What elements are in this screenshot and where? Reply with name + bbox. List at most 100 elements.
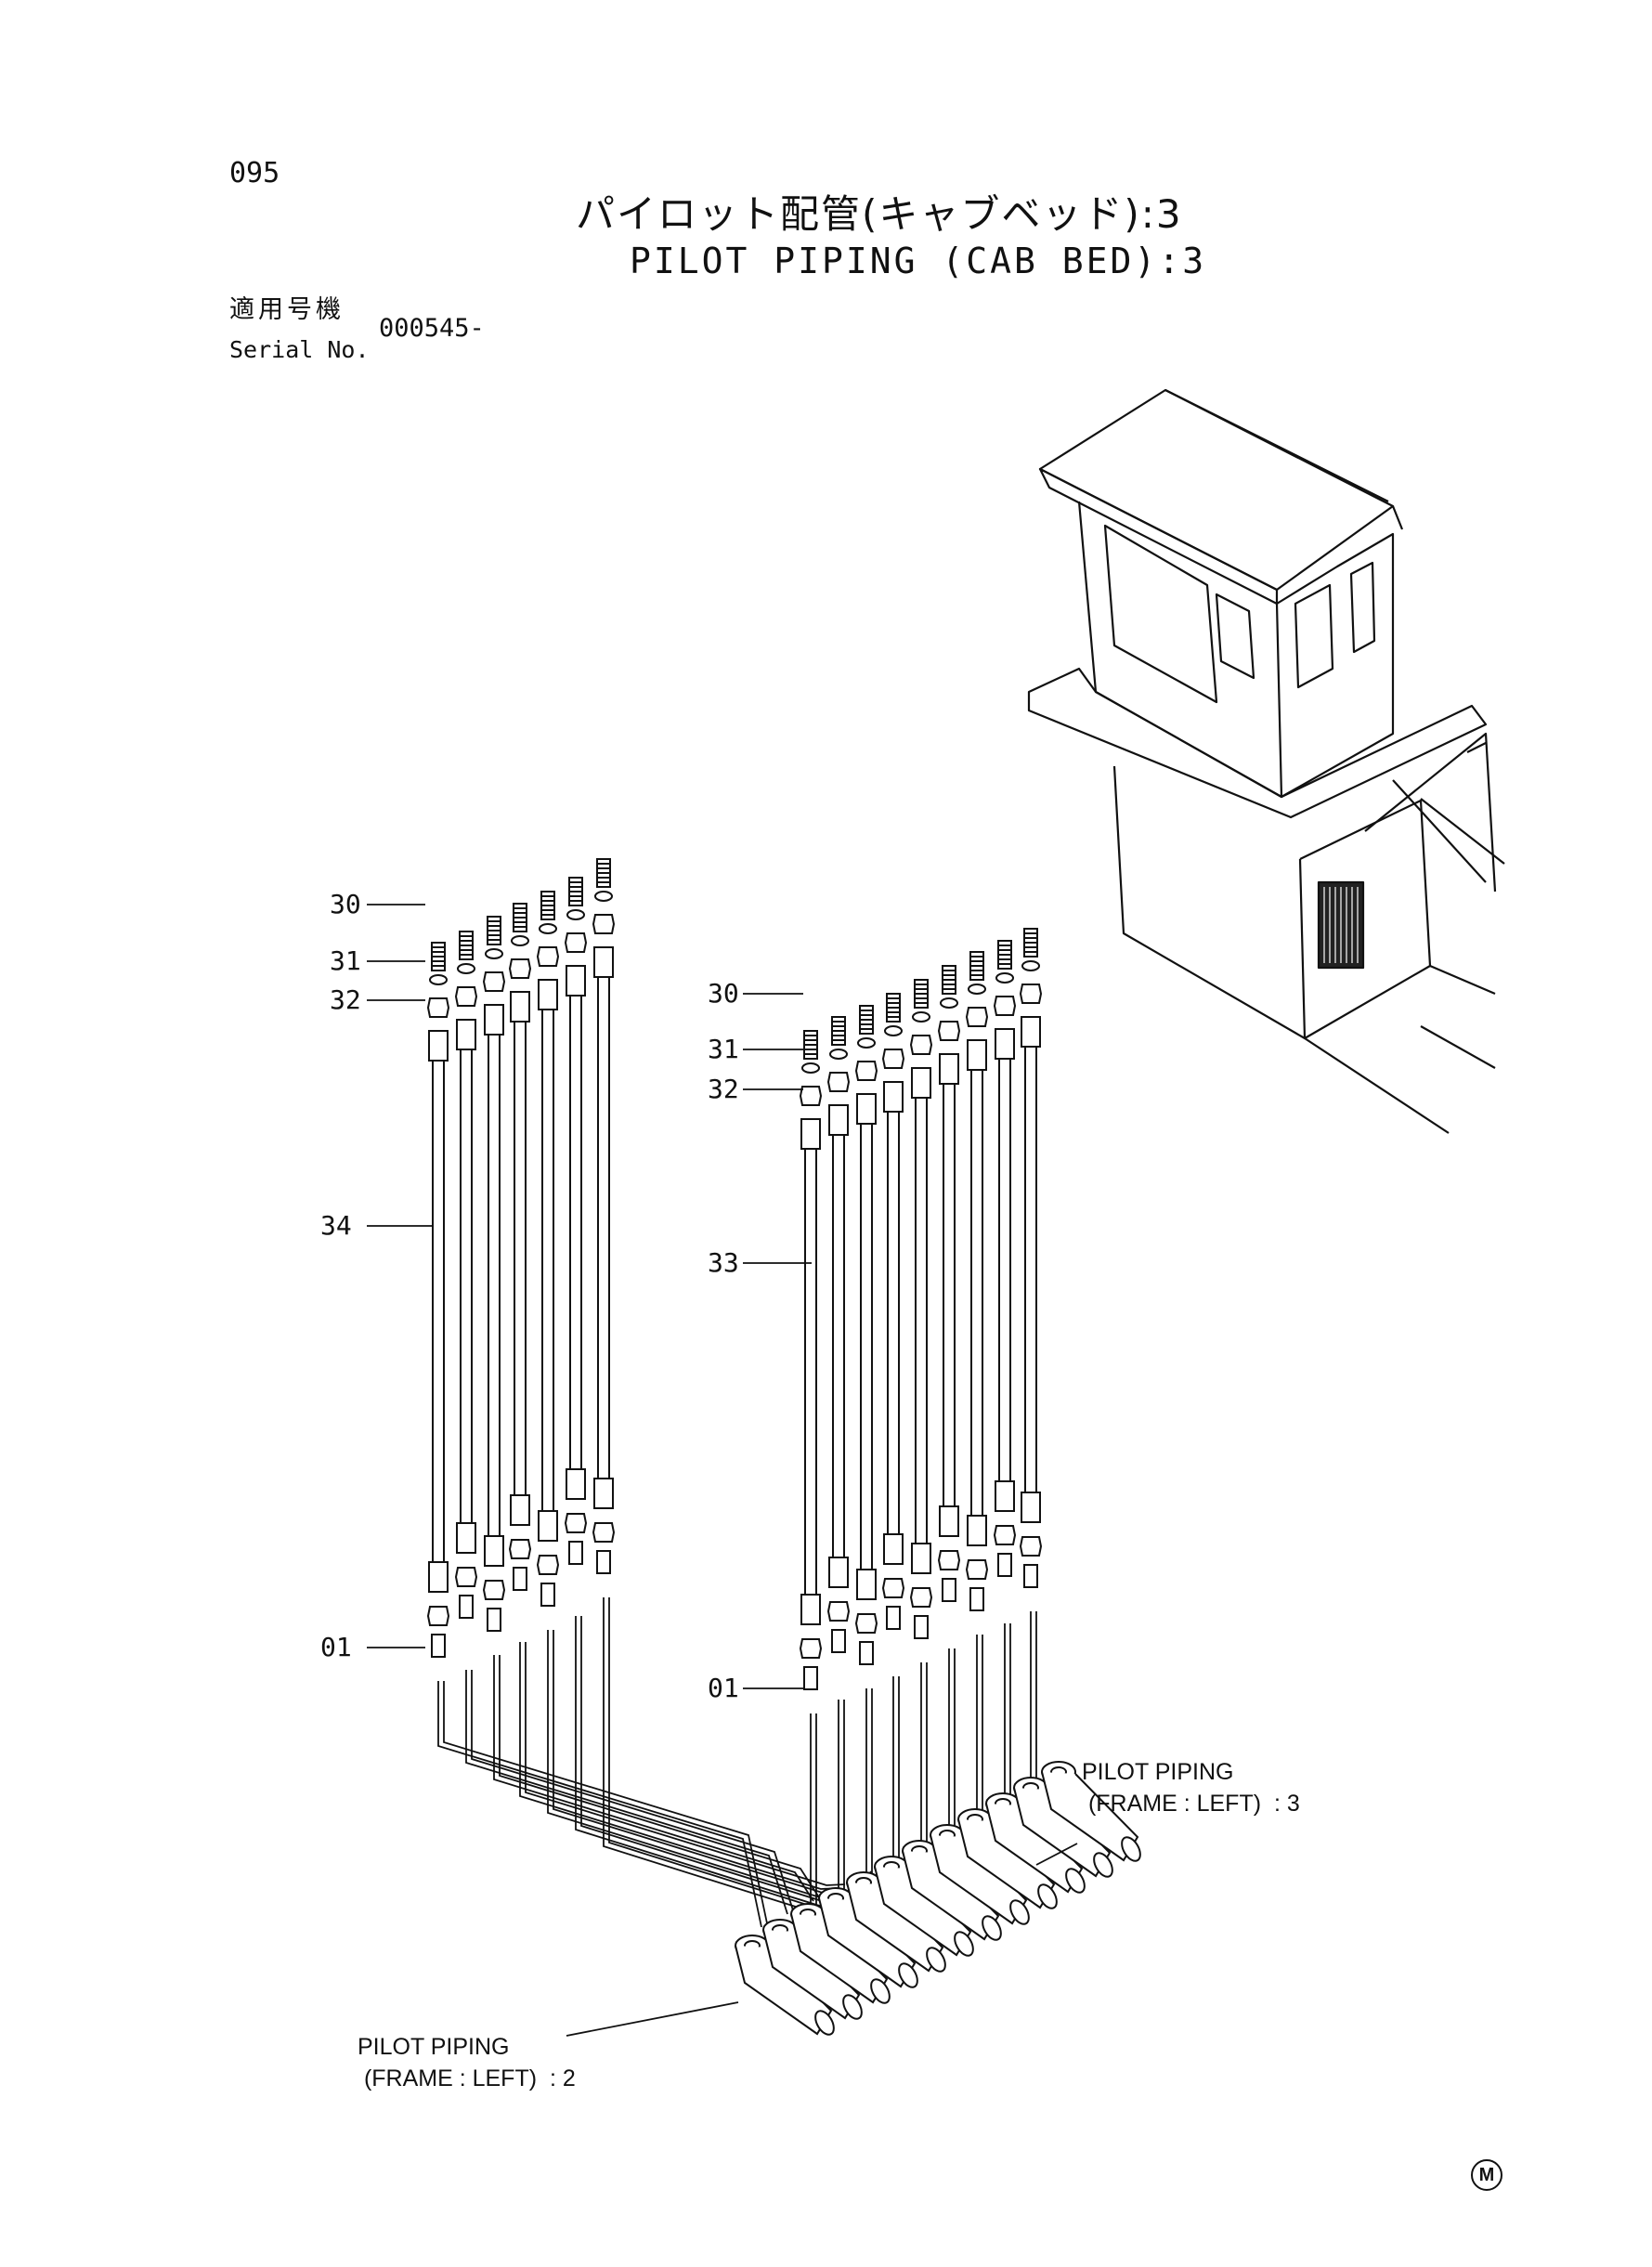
nut — [536, 946, 560, 967]
o-ring — [511, 935, 529, 946]
pipe-end — [1065, 1868, 1086, 1894]
left-hose-2 — [482, 916, 506, 1632]
page-title-english: PILOT PIPING (CAB BED):3 — [630, 241, 1207, 281]
left-hose-4 — [536, 891, 560, 1607]
hose-end-fitting — [967, 1515, 987, 1546]
o-ring — [912, 1011, 930, 1023]
adapter-fitting — [831, 1629, 846, 1653]
nut — [482, 1580, 506, 1600]
nut — [854, 1613, 878, 1634]
route-line — [553, 1630, 872, 1904]
adapter-fitting — [487, 1608, 501, 1632]
nut — [909, 1587, 933, 1608]
nut — [826, 1072, 851, 1092]
route-line — [580, 1616, 898, 1921]
hose-end-fitting — [566, 1468, 586, 1500]
adapter-fitting — [1023, 1564, 1038, 1588]
hose-body — [915, 1097, 928, 1544]
adapter-fitting — [859, 1641, 874, 1665]
o-ring — [485, 948, 503, 959]
note-pilot-piping-frame-left-3: PILOT PIPING (FRAME : LEFT) : 3 — [1082, 1759, 1300, 1817]
o-ring — [1021, 960, 1040, 971]
hose-body — [998, 1058, 1011, 1482]
o-ring — [539, 923, 557, 934]
nut — [508, 1539, 532, 1559]
hose-end-fitting — [593, 946, 614, 978]
hose-end-fitting — [800, 1118, 821, 1150]
right-hose-8 — [1019, 928, 1043, 1588]
callout-right-33: 33 — [708, 1247, 739, 1278]
hose-body — [488, 1034, 501, 1537]
callout-left-30: 30 — [330, 889, 361, 919]
adapter-fitting — [568, 1541, 583, 1565]
pipe-end — [1121, 1836, 1141, 1862]
adapter-fitting — [969, 1587, 984, 1611]
serial-label-english: Serial No. — [229, 336, 370, 363]
nut — [993, 996, 1017, 1016]
page-title-japanese: パイロット配管(キャブベッド):3 — [576, 191, 1183, 237]
left-hose-0 — [426, 942, 450, 1658]
left-hose-1 — [454, 931, 478, 1619]
nut — [881, 1578, 905, 1598]
pipe-end — [1009, 1899, 1030, 1925]
frame-pipe-ends — [735, 1761, 1141, 2036]
callout-right-30: 30 — [708, 978, 739, 1009]
hose-end-fitting — [856, 1569, 877, 1600]
nut — [454, 1567, 478, 1587]
o-ring — [594, 891, 613, 902]
hose-end-fitting — [484, 1535, 504, 1567]
hose-end-fitting — [828, 1557, 849, 1588]
adapter-fitting — [886, 1606, 901, 1630]
callout-left-34: 34 — [320, 1210, 352, 1241]
nut — [1019, 1536, 1043, 1557]
hose-body — [804, 1148, 817, 1596]
right-hose-0 — [799, 1030, 823, 1690]
route-line — [465, 1670, 788, 1915]
manufacturer-mark-icon: M — [1471, 2159, 1502, 2191]
left-hose-5 — [564, 877, 588, 1565]
hose-end-fitting — [428, 1030, 449, 1062]
adapter-fitting — [596, 1550, 611, 1574]
route-line — [525, 1642, 846, 1886]
o-ring — [857, 1037, 876, 1049]
o-ring — [829, 1049, 848, 1060]
callout-right-32: 32 — [708, 1074, 739, 1104]
hose-body — [569, 995, 582, 1470]
callout-right-31: 31 — [708, 1034, 739, 1064]
hose-body — [970, 1069, 983, 1517]
nut — [881, 1049, 905, 1069]
pipe-end — [926, 1947, 946, 1973]
callout-right-01: 01 — [708, 1673, 739, 1703]
route-line — [437, 1681, 762, 1928]
serial-label-japanese: 適用号機 — [229, 295, 345, 324]
hose-end-fitting — [1021, 1016, 1041, 1048]
hose-body — [887, 1111, 900, 1535]
pipe-end — [982, 1915, 1002, 1941]
right-hose-3 — [881, 993, 905, 1630]
right-hose-7 — [993, 940, 1017, 1577]
nut — [482, 971, 506, 992]
route-line — [519, 1642, 840, 1890]
left-hose-3 — [508, 903, 532, 1591]
nut — [592, 914, 616, 934]
hose-end-fitting — [883, 1081, 904, 1113]
adapter-fitting — [431, 1634, 446, 1658]
hose-end-fitting — [911, 1543, 931, 1574]
nut — [454, 986, 478, 1007]
adapter-fitting — [914, 1615, 929, 1639]
serial-number-value: 000545- — [379, 314, 485, 343]
nut — [909, 1035, 933, 1055]
hose-end-fitting — [538, 979, 558, 1010]
hose-end-fitting — [510, 991, 530, 1023]
nut — [965, 1559, 989, 1580]
hose-end-fitting — [911, 1067, 931, 1099]
right-hose-4 — [909, 979, 933, 1639]
callout-left-01: 01 — [320, 1632, 352, 1662]
hose-end-fitting — [593, 1478, 614, 1509]
right-hose-2 — [854, 1005, 878, 1665]
nut — [799, 1638, 823, 1659]
hose-body — [432, 1060, 445, 1563]
hose-group-right — [799, 928, 1043, 1690]
pipe-end — [954, 1931, 974, 1957]
